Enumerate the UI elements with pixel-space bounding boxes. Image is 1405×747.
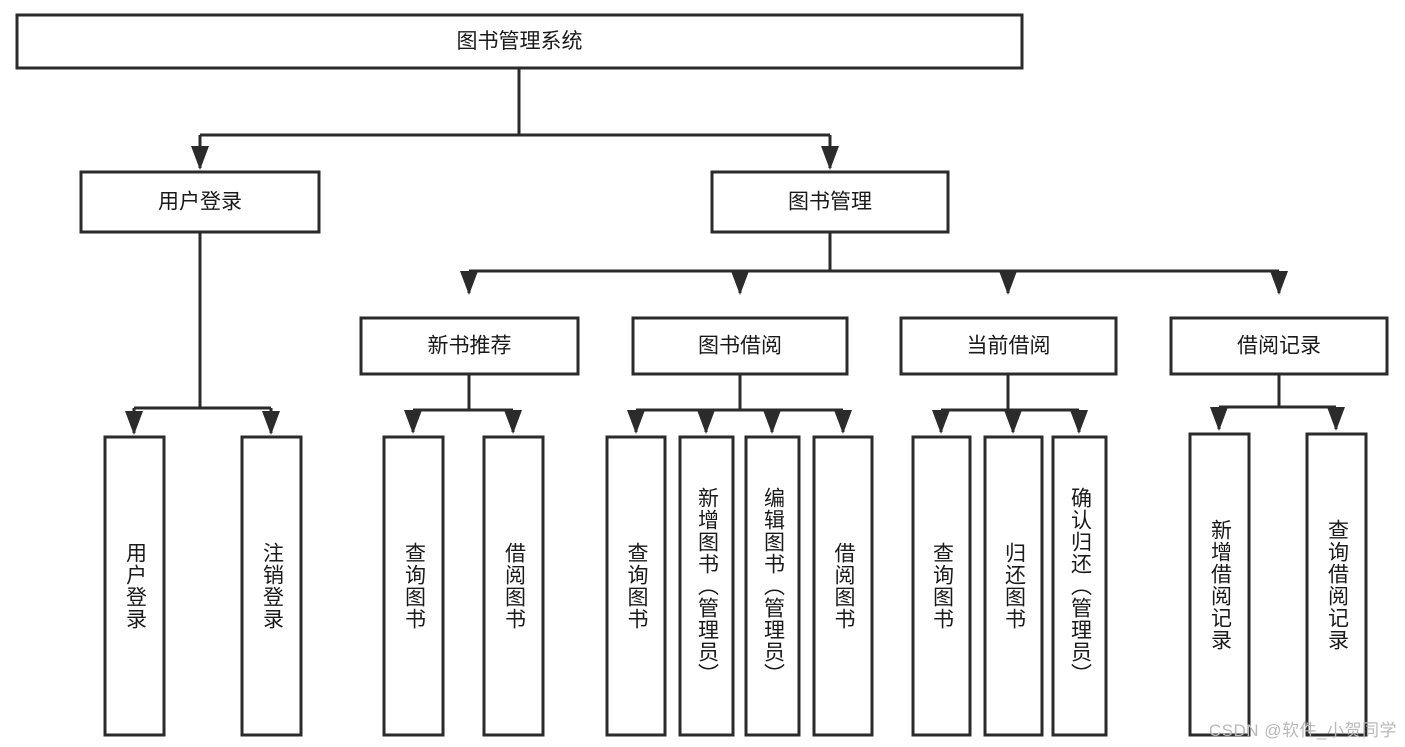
arrow-head-icon (1004, 410, 1022, 434)
node-boxes (15, 13, 1389, 737)
arrow-head-icon (763, 410, 781, 434)
node-user-login-label: 用户登录 (158, 191, 242, 214)
arrow-head-icon (1270, 271, 1288, 295)
node-root-label: 图书管理系统 (457, 30, 583, 53)
node-leaf-return-book-box[interactable] (983, 435, 1044, 737)
node-leaf-edit-book-box[interactable] (744, 435, 801, 737)
node-borrow-record-box[interactable] (1169, 316, 1389, 376)
node-leaf-query-book-3-box[interactable] (911, 435, 972, 737)
arrow-head-icon (1327, 407, 1345, 431)
node-leaf-user-login-box[interactable] (103, 435, 166, 737)
arrow-head-icon (834, 410, 852, 434)
arrow-head-icon (460, 271, 478, 295)
arrow-head-icon (1070, 410, 1088, 434)
arrow-head-icon (191, 146, 209, 170)
node-new-book-recommend-box[interactable] (359, 316, 580, 376)
node-user-login-box[interactable] (79, 170, 321, 234)
arrow-head-icon (627, 410, 645, 434)
node-book-manage-box[interactable] (710, 170, 950, 234)
arrow-head-icon (932, 410, 950, 434)
node-current-borrow-box[interactable] (899, 316, 1118, 376)
arrow-head-icon (821, 146, 839, 170)
node-leaf-user-logout-box[interactable] (240, 435, 303, 737)
arrow-head-icon (999, 271, 1017, 295)
node-book-borrow-label: 图书借阅 (698, 335, 782, 358)
arrow-head-icon (697, 410, 715, 434)
node-leaf-confirm-return-box[interactable] (1051, 435, 1108, 737)
csdn-watermark: CSDN @软件_小贺同学 (1208, 721, 1397, 740)
node-borrow-record-label: 借阅记录 (1237, 335, 1321, 358)
arrow-head-icon (404, 410, 422, 434)
node-new-book-recommend-label: 新书推荐 (428, 335, 512, 358)
node-book-borrow-box[interactable] (631, 316, 849, 376)
arrow-head-icon (1210, 407, 1228, 431)
node-leaf-query-book-2-box[interactable] (605, 435, 667, 737)
node-leaf-borrow-book-2-box[interactable] (812, 435, 874, 737)
node-book-manage-label: 图书管理 (788, 191, 872, 214)
node-current-borrow-label: 当前借阅 (967, 335, 1051, 358)
node-leaf-add-record-box[interactable] (1188, 432, 1251, 737)
node-leaf-query-record-box[interactable] (1305, 432, 1368, 737)
arrow-head-icon (504, 410, 522, 434)
arrow-head-icon (262, 411, 280, 435)
arrow-head-icon (125, 411, 143, 435)
node-leaf-query-book-1-box[interactable] (382, 435, 445, 737)
node-root-box[interactable] (15, 13, 1024, 70)
node-leaf-add-book-box[interactable] (678, 435, 735, 737)
node-leaf-borrow-book-1-box[interactable] (482, 435, 545, 737)
arrow-head-icon (731, 271, 749, 295)
connector-edges (125, 68, 1345, 435)
